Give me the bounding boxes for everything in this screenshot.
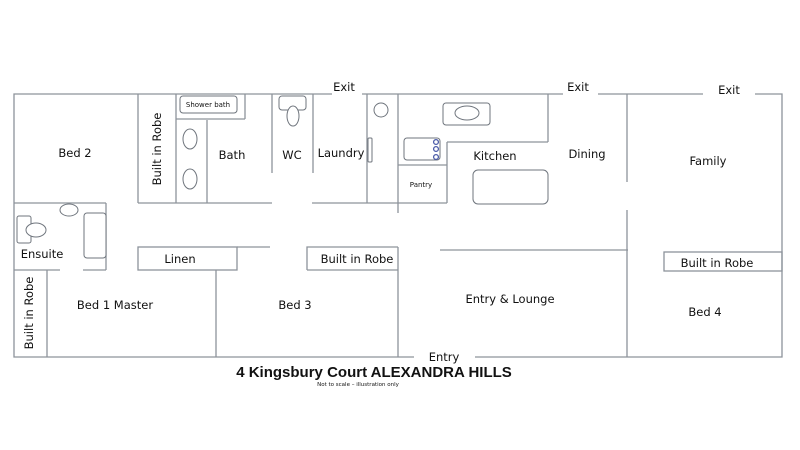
room-wc: WC <box>282 148 301 162</box>
sink-bowl-icon <box>454 105 480 121</box>
room-dining: Dining <box>568 147 605 161</box>
shower-bath-fixture <box>179 95 238 114</box>
room-laundry: Laundry <box>318 146 365 160</box>
room-robe-bed2: Built in Robe <box>150 113 164 186</box>
laundry-tub-icon <box>367 137 373 163</box>
room-bed3: Bed 3 <box>278 298 311 312</box>
basin-icon <box>182 128 198 150</box>
room-bed1-master: Bed 1 Master <box>77 298 153 312</box>
room-ensuite: Ensuite <box>21 247 64 261</box>
room-bed4: Bed 4 <box>688 305 721 319</box>
exit-1: Exit <box>333 80 355 94</box>
room-linen: Linen <box>164 252 195 266</box>
exit-3: Exit <box>718 83 740 97</box>
room-entry-lounge: Entry & Lounge <box>465 292 554 306</box>
room-family: Family <box>689 154 726 168</box>
ensuite-toilet-icon <box>25 222 47 238</box>
burner-icon <box>432 145 440 153</box>
room-robe-bed1: Built in Robe <box>22 277 36 350</box>
room-robe-bed3: Built in Robe <box>321 252 394 266</box>
washer-icon <box>373 102 389 118</box>
room-robe-bed4: Built in Robe <box>681 256 754 270</box>
room-bed2: Bed 2 <box>58 146 91 160</box>
toilet-bowl-icon <box>286 105 300 127</box>
room-bath: Bath <box>219 148 246 162</box>
labels: Bed 2 Built in Robe Shower bath Bath WC … <box>21 80 754 388</box>
exit-2: Exit <box>567 80 589 94</box>
kitchen-island-icon <box>472 169 549 205</box>
entry-door: Entry <box>429 350 460 364</box>
ensuite-basin-icon <box>59 203 79 217</box>
ensuite-shower-icon <box>83 212 107 259</box>
room-kitchen: Kitchen <box>473 149 516 163</box>
shower-bath-label: Shower bath <box>186 101 230 109</box>
walls <box>13 93 783 358</box>
basin-icon <box>182 168 198 190</box>
burner-icon <box>432 153 440 161</box>
stove-icon <box>403 137 441 161</box>
burner-icon <box>432 138 440 146</box>
room-pantry: Pantry <box>410 181 432 189</box>
plan-subtitle: Not to scale – illustration only <box>317 382 399 388</box>
fixtures <box>16 95 549 259</box>
plan-title: 4 Kingsbury Court ALEXANDRA HILLS <box>236 364 512 381</box>
